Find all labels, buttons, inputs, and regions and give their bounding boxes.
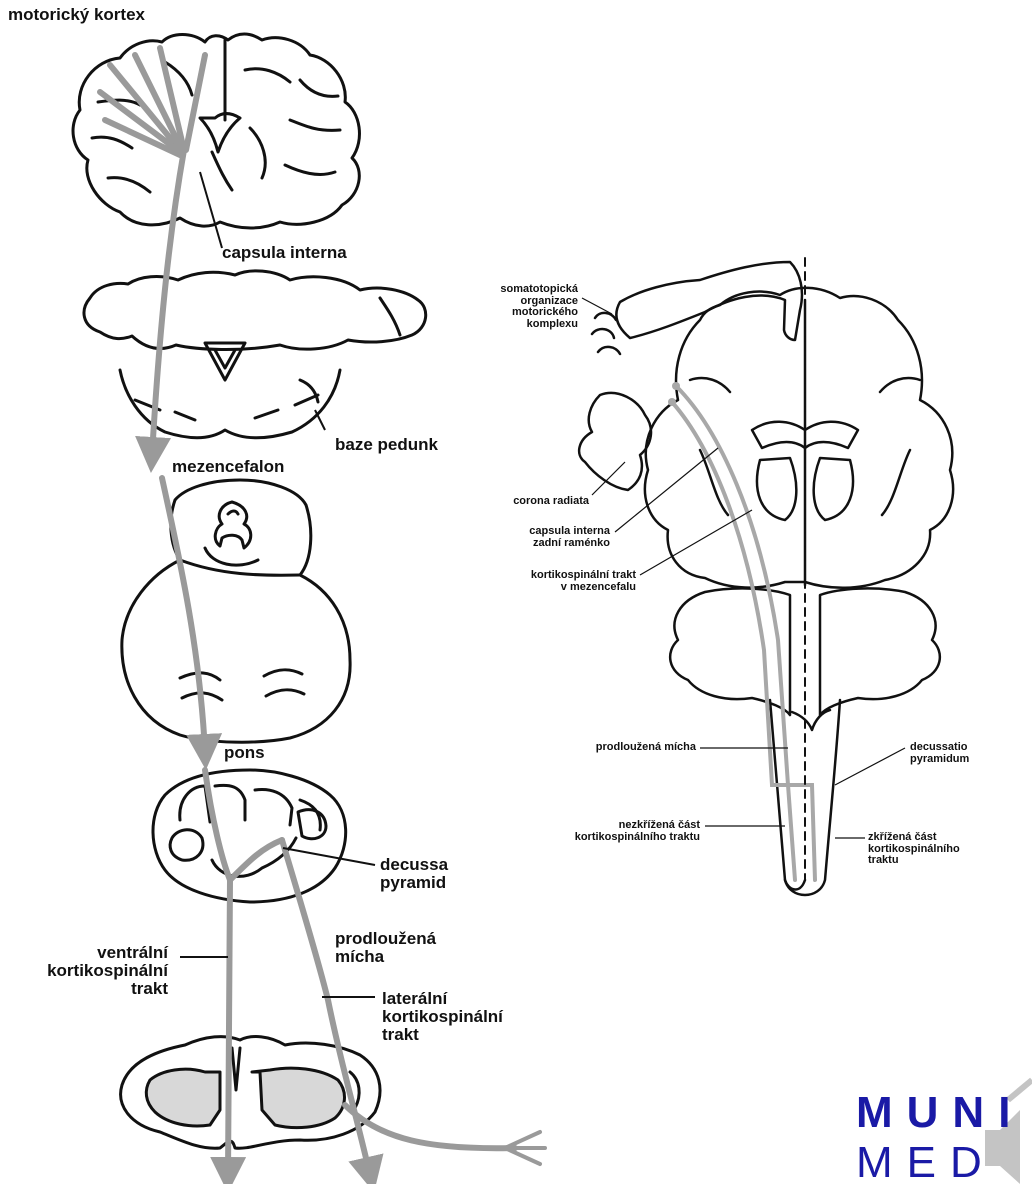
temporal-section [579,393,651,490]
homunculus [616,262,802,340]
label-decussation-right: decussatio pyramidum [910,742,969,765]
label-corona-radiata: corona radiata [462,496,589,508]
logo-med: MED [856,1138,996,1188]
label-lateral-tract: laterální kortikospinální trakt [382,990,503,1044]
pons-section [122,480,350,742]
medulla-section [153,770,346,902]
label-internal-capsule: capsula interna [222,244,347,262]
main-tract-upper [152,150,184,455]
ventral-tract [228,880,230,1175]
left-leaders [180,172,375,997]
label-decussation-left: decussa pyramid [380,856,448,892]
main-tract-middle [162,478,205,752]
logo-muni: MUNI [856,1088,1024,1138]
motor-nerve [345,1105,515,1148]
label-uncrossed-part: nezkřížená část kortikospinálního traktu [462,820,700,843]
midbrain-upper-section [84,271,426,438]
cortex-fiber-6 [186,55,205,150]
cerebrum-section [73,34,359,228]
label-midbrain: mezencefalon [172,458,284,476]
label-peduncle-base: baze pedunk [335,436,438,454]
right-cerebrum [645,288,953,588]
label-medulla-right: prodloužená mícha [462,742,696,754]
right-leaders [582,298,905,838]
label-motor-cortex: motorický kortex [8,6,145,24]
nerve-ending [505,1132,545,1164]
label-ventral-tract: ventrální kortikospinální trakt [8,944,168,998]
label-midbrain-tract: kortikospinální trakt v mezencefalu [462,570,636,593]
label-medulla-left: prodloužená mícha [335,930,436,966]
label-pons: pons [224,744,265,762]
label-crossed-part: zkřížená část kortikospinálního traktu [868,832,960,867]
right-tracts [668,258,815,880]
label-somatotopy: somatotopická organizace motorického kom… [462,284,578,330]
label-internal-capsule-posterior: capsula interna zadní raménko [462,526,610,549]
